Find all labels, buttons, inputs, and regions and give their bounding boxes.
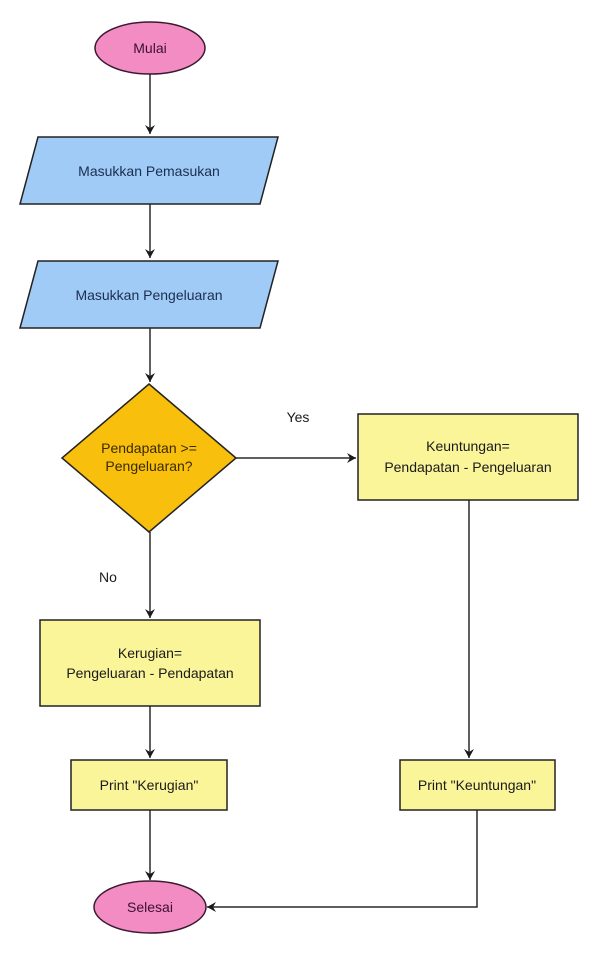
loss-calc-line1: Kerugian= <box>118 645 182 661</box>
no-edge-label: No <box>99 569 117 585</box>
decision-node: Pendapatan >= Pengeluaran? <box>60 383 238 533</box>
print-profit-node: Print "Keuntungan" <box>399 759 556 811</box>
input-expense-label: Masukkan Pengeluaran <box>75 287 222 303</box>
decision-label-line1: Pendapatan >= <box>101 440 197 456</box>
profit-calc-line2: Pendapatan - Pengeluaran <box>384 459 551 475</box>
profit-calc-line1: Keuntungan= <box>426 438 510 454</box>
loss-calc-node: Kerugian= Pengeluaran - Pendapatan <box>39 619 261 707</box>
print-profit-label: Print "Keuntungan" <box>418 777 536 793</box>
connectors <box>145 74 478 912</box>
profit-calc-node: Keuntungan= Pendapatan - Pengeluaran <box>357 413 579 501</box>
decision-label-line2: Pengeluaran? <box>105 458 192 474</box>
yes-edge-label: Yes <box>287 409 310 425</box>
print-loss-label: Print "Kerugian" <box>100 777 199 793</box>
input-income-label: Masukkan Pemasukan <box>78 163 220 179</box>
start-terminal: Mulai <box>94 21 206 75</box>
end-label: Selesai <box>127 899 173 915</box>
input-expense-node: Masukkan Pengeluaran <box>19 260 279 329</box>
edge-printprofit-to-end <box>207 810 478 912</box>
end-terminal: Selesai <box>93 880 207 934</box>
start-label: Mulai <box>133 40 166 56</box>
print-loss-node: Print "Kerugian" <box>70 759 228 811</box>
input-income-node: Masukkan Pemasukan <box>19 136 279 205</box>
loss-calc-line2: Pengeluaran - Pendapatan <box>66 665 233 681</box>
